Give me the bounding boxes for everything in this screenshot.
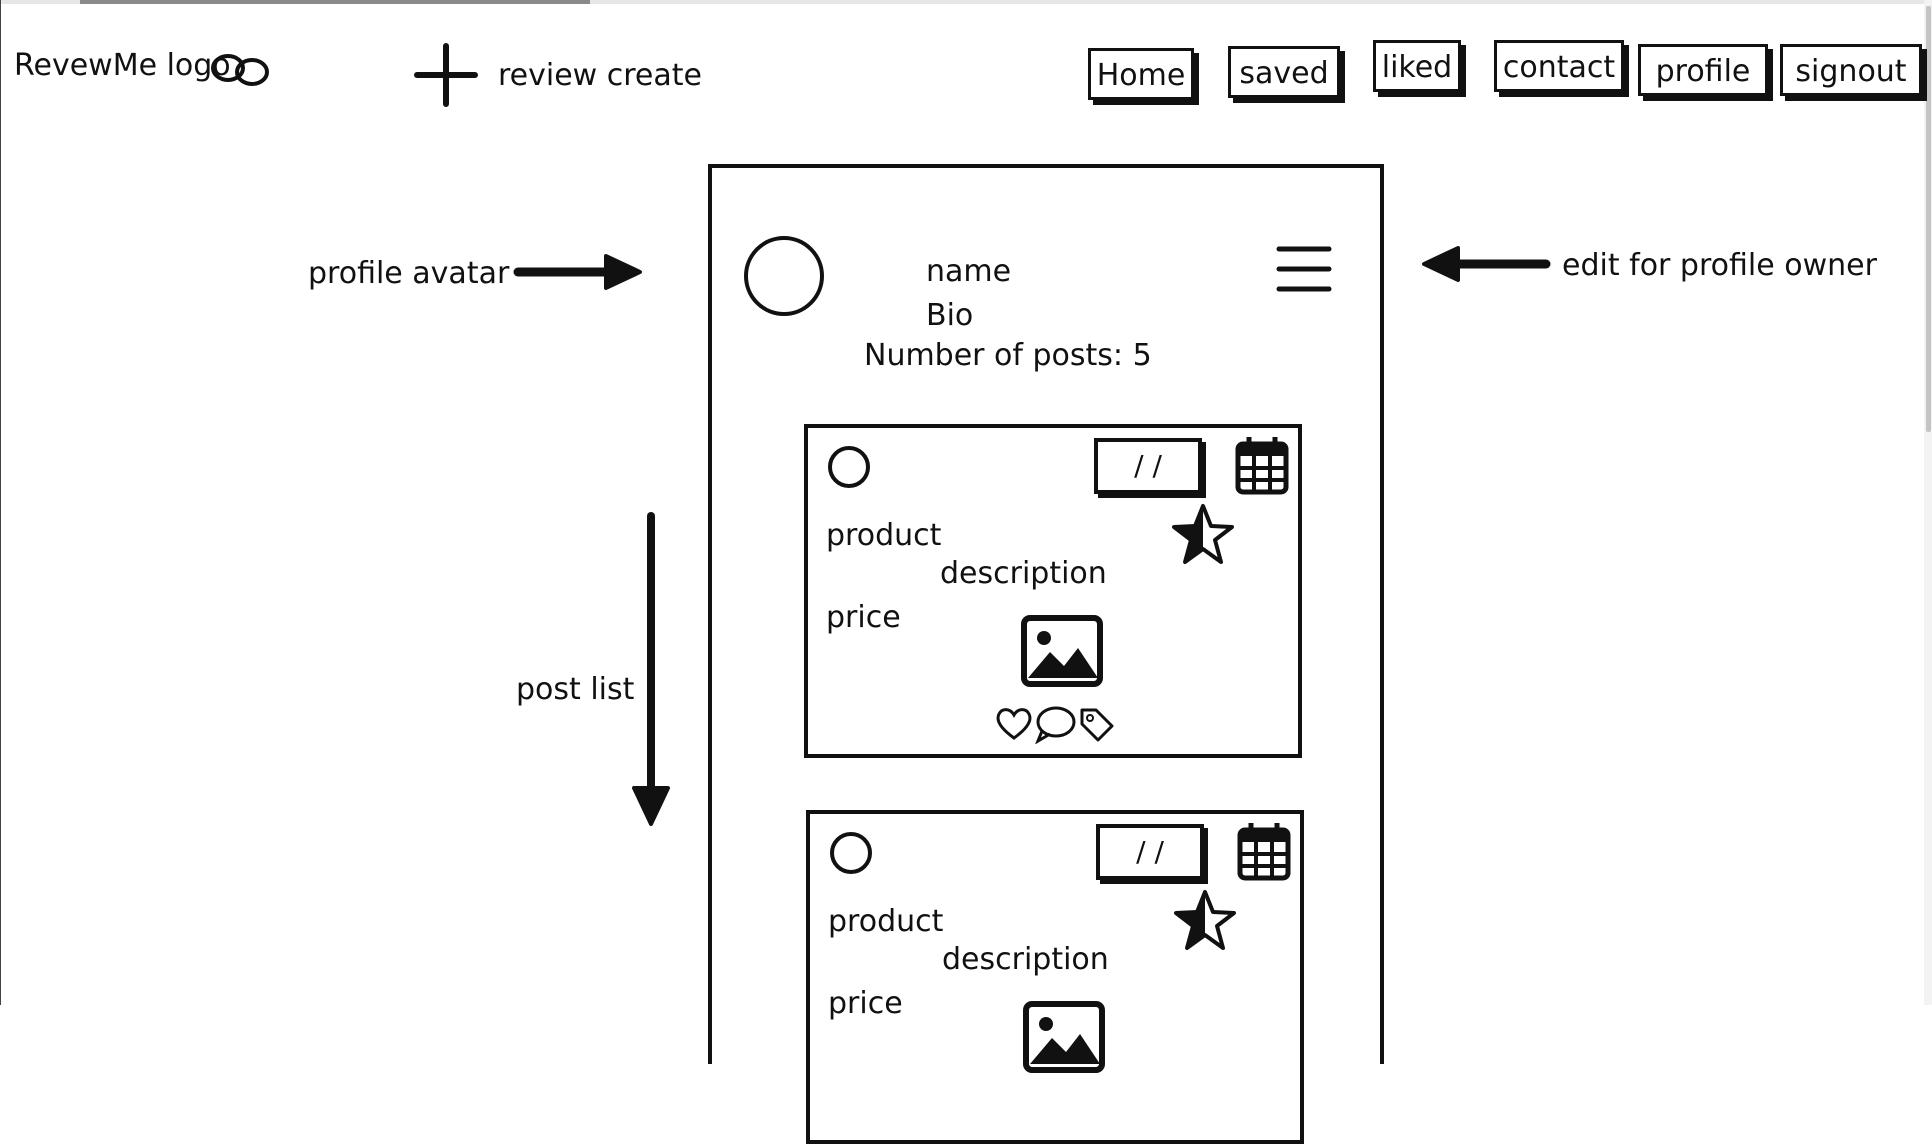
- nav-home-button[interactable]: Home: [1088, 48, 1194, 100]
- nav-signout-button[interactable]: signout: [1780, 44, 1922, 96]
- nav-saved-button[interactable]: saved: [1228, 46, 1340, 98]
- post-avatar: [828, 446, 870, 488]
- horizontal-scroll-thumb[interactable]: [80, 0, 590, 4]
- arrow-down-icon: [632, 512, 670, 826]
- post-card[interactable]: / / product description price: [804, 424, 1302, 758]
- nav-liked-button[interactable]: liked: [1373, 40, 1461, 92]
- menu-icon[interactable]: [1276, 244, 1332, 294]
- left-border: [0, 0, 1, 1005]
- annotation-edit-owner: edit for profile owner: [1562, 248, 1877, 283]
- post-description: description: [940, 556, 1107, 591]
- image-icon: [1021, 615, 1103, 687]
- arrow-right-icon: [513, 254, 642, 290]
- profile-screen: name Bio Number of posts: 5 / / product …: [708, 164, 1384, 1144]
- date-input[interactable]: / /: [1094, 438, 1202, 494]
- vertical-scrollbar[interactable]: [1924, 0, 1932, 1005]
- annotation-profile-avatar: profile avatar: [308, 256, 510, 291]
- profile-name: name: [926, 254, 1012, 289]
- logo[interactable]: RevewMe logo: [14, 48, 231, 83]
- profile-avatar[interactable]: [742, 234, 826, 318]
- heart-icon[interactable]: [994, 704, 1034, 744]
- posts-count: Number of posts: 5: [864, 338, 1152, 373]
- post-avatar: [830, 832, 872, 874]
- annotation-post-list: post list: [516, 672, 635, 707]
- post-product: product: [828, 904, 944, 939]
- plus-icon: [414, 43, 478, 107]
- link-icon: [211, 54, 269, 86]
- post-card[interactable]: / / product description price: [806, 810, 1304, 1144]
- image-icon: [1023, 1001, 1105, 1073]
- post-price: price: [826, 600, 901, 635]
- tag-icon[interactable]: [1076, 704, 1116, 744]
- horizontal-scrollbar[interactable]: [0, 0, 1932, 4]
- vertical-scroll-thumb[interactable]: [1926, 6, 1931, 432]
- logo-label: RevewMe logo: [14, 48, 231, 83]
- create-label[interactable]: review create: [498, 58, 702, 93]
- comment-icon[interactable]: [1034, 704, 1078, 744]
- calendar-icon[interactable]: [1236, 820, 1292, 882]
- star-icon[interactable]: [1170, 502, 1236, 568]
- nav-profile-button[interactable]: profile: [1638, 44, 1768, 96]
- post-price: price: [828, 986, 903, 1021]
- date-input[interactable]: / /: [1096, 824, 1204, 880]
- arrow-left-icon: [1422, 246, 1551, 282]
- nav-contact-button[interactable]: contact: [1494, 40, 1624, 92]
- create-button[interactable]: [412, 42, 480, 110]
- post-description: description: [942, 942, 1109, 977]
- post-product: product: [826, 518, 942, 553]
- star-icon[interactable]: [1172, 888, 1238, 954]
- profile-bio: Bio: [926, 298, 974, 333]
- calendar-icon[interactable]: [1234, 434, 1290, 496]
